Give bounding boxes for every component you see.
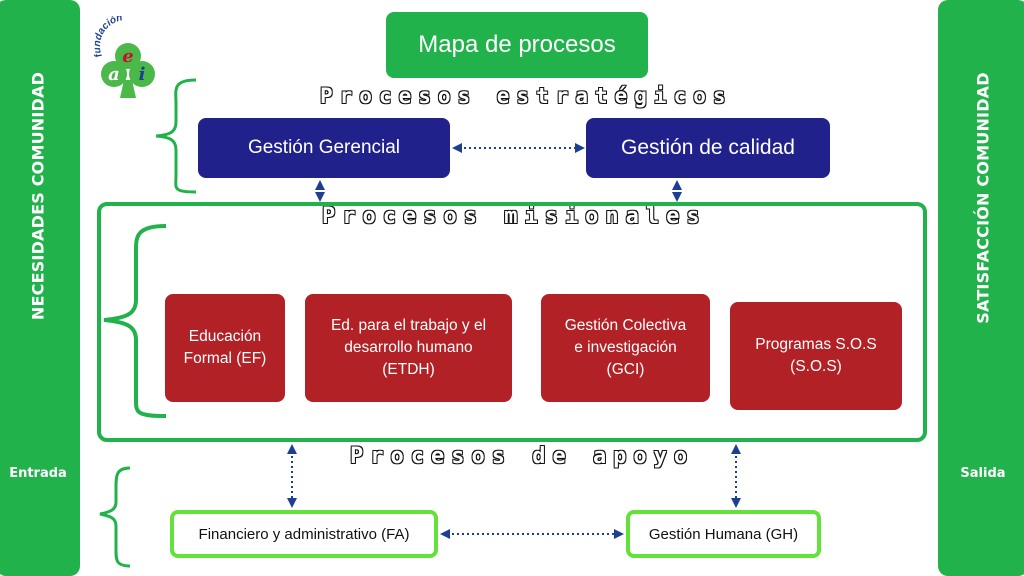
- logo-letter-e: e: [122, 46, 133, 67]
- box-line: Gestión Colectiva: [564, 317, 687, 334]
- missional-frame: [97, 202, 927, 442]
- missional-processes-title: Procesos misionales: [321, 203, 707, 229]
- left-side-bar: NECESIDADES COMUNIDAD Entrada: [0, 0, 80, 576]
- box-line: e investigación: [574, 339, 677, 356]
- right-side-bar: SATISFACCIÓN COMUNIDAD Salida: [938, 0, 1024, 576]
- management-process-box: Gestión Gerencial: [198, 118, 450, 178]
- box-line: Educación: [188, 328, 262, 345]
- collective-management-box: Gestión Colectiva e investigación (GCI): [541, 294, 710, 402]
- sos-programs-box: Programas S.O.S (S.O.S): [730, 302, 902, 410]
- formal-education-box: Educación Formal (EF): [165, 294, 285, 402]
- logo-letter-a: a: [108, 64, 120, 85]
- work-education-box: Ed. para el trabajo y el desarrollo huma…: [305, 294, 512, 402]
- box-line: (GCI): [606, 361, 645, 378]
- box-line: (ETDH): [382, 361, 435, 378]
- human-resources-box: Gestión Humana (GH): [626, 510, 821, 558]
- satisfaction-label: SATISFACCIÓN COMUNIDAD: [973, 72, 993, 324]
- foundation-logo: fundación a e i: [92, 16, 155, 98]
- box-line: Programas S.O.S: [755, 336, 877, 353]
- output-label: Salida: [960, 466, 1006, 481]
- needs-label: NECESIDADES COMUNIDAD: [28, 71, 48, 321]
- logo-letter-i: i: [139, 64, 146, 85]
- box-line: Formal (EF): [183, 350, 267, 367]
- financial-admin-box: Financiero y administrativo (FA): [170, 510, 438, 558]
- strategic-brace: [155, 78, 197, 194]
- box-line: (S.O.S): [790, 358, 842, 375]
- page-title: Mapa de procesos: [386, 12, 648, 78]
- support-processes-title: Procesos de apoyo: [349, 443, 695, 469]
- quality-process-box: Gestión de calidad: [586, 118, 830, 178]
- box-line: Ed. para el trabajo y el: [330, 317, 487, 334]
- support-brace: [99, 466, 131, 568]
- strategic-processes-title: Procesos estratégicos: [319, 83, 733, 108]
- input-label: Entrada: [9, 466, 67, 481]
- box-line: desarrollo humano: [344, 339, 473, 356]
